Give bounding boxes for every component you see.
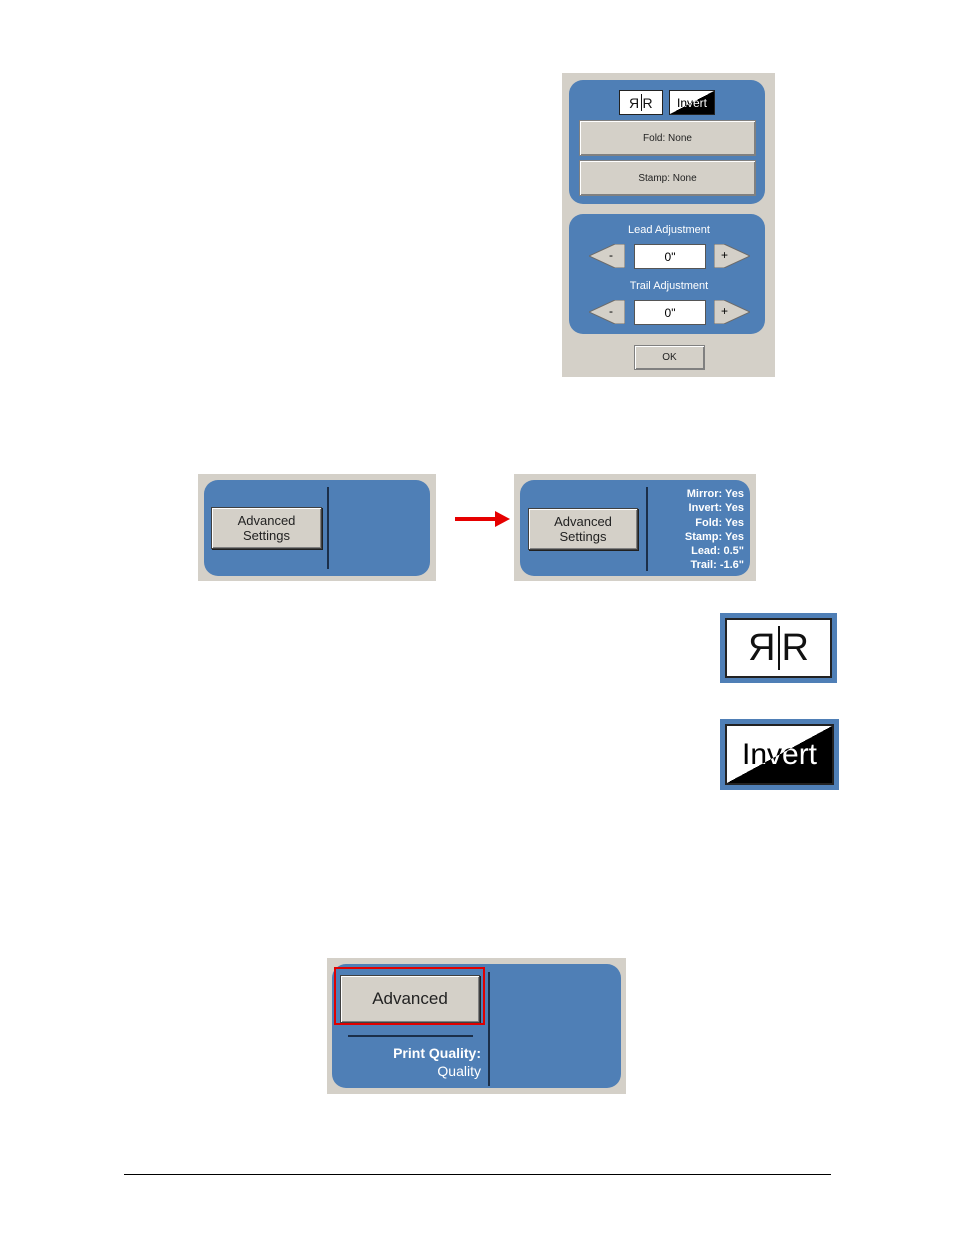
footer-rule	[124, 1174, 831, 1175]
invert-toggle-button[interactable]: Invert	[669, 90, 715, 115]
stamp-button[interactable]: Stamp: None	[579, 160, 756, 196]
status-stamp: Stamp: Yes	[650, 530, 744, 544]
advanced-settings-button[interactable]: Advanced Settings	[211, 507, 322, 549]
settings-panel-before-body: Advanced Settings	[204, 480, 430, 576]
trail-decrease-button[interactable]: -	[589, 300, 625, 324]
invert-icon: Invert	[725, 724, 834, 785]
status-lead: Lead: 0.5"	[650, 544, 744, 558]
panel-divider	[488, 972, 490, 1086]
status-fold: Fold: Yes	[650, 516, 744, 530]
arrow-right-icon	[455, 509, 511, 529]
lead-decrease-button[interactable]: -	[589, 244, 625, 268]
trail-increase-button[interactable]: +	[714, 300, 750, 324]
adjustment-group: Lead Adjustment - 0" + Trail Adjustment …	[569, 214, 765, 334]
lead-increase-button[interactable]: +	[714, 244, 750, 268]
status-mirror: Mirror: Yes	[650, 487, 744, 501]
mirror-icon: R	[629, 95, 639, 111]
settings-panel-after-body: Advanced Settings Mirror: Yes Invert: Ye…	[520, 480, 750, 576]
quality-divider-line	[348, 1035, 473, 1037]
print-quality-panel-body: Advanced Print Quality: Quality	[332, 964, 621, 1088]
trail-value-field[interactable]: 0"	[634, 300, 706, 325]
trail-adjustment-title: Trail Adjustment	[569, 280, 769, 292]
print-quality-panel: Advanced Print Quality: Quality	[327, 958, 626, 1094]
panel-divider	[327, 487, 329, 569]
highlight-box	[334, 967, 485, 1025]
panel-divider	[646, 487, 648, 571]
status-trail: Trail: -1.6"	[650, 558, 744, 572]
invert-button-large: Invert	[720, 719, 839, 790]
advanced-settings-button[interactable]: Advanced Settings	[528, 508, 638, 550]
lead-value-field[interactable]: 0"	[634, 244, 706, 269]
settings-panel-before: Advanced Settings	[198, 474, 436, 581]
fold-button[interactable]: Fold: None	[579, 120, 756, 156]
ok-button[interactable]: OK	[634, 345, 705, 370]
settings-panel-after: Advanced Settings Mirror: Yes Invert: Ye…	[514, 474, 756, 581]
print-quality-label: Print Quality:	[352, 1045, 481, 1061]
lead-adjustment-title: Lead Adjustment	[569, 224, 769, 236]
status-invert: Invert: Yes	[650, 501, 744, 515]
print-quality-value: Quality	[352, 1063, 481, 1079]
status-summary: Mirror: Yes Invert: Yes Fold: Yes Stamp:…	[650, 487, 744, 573]
